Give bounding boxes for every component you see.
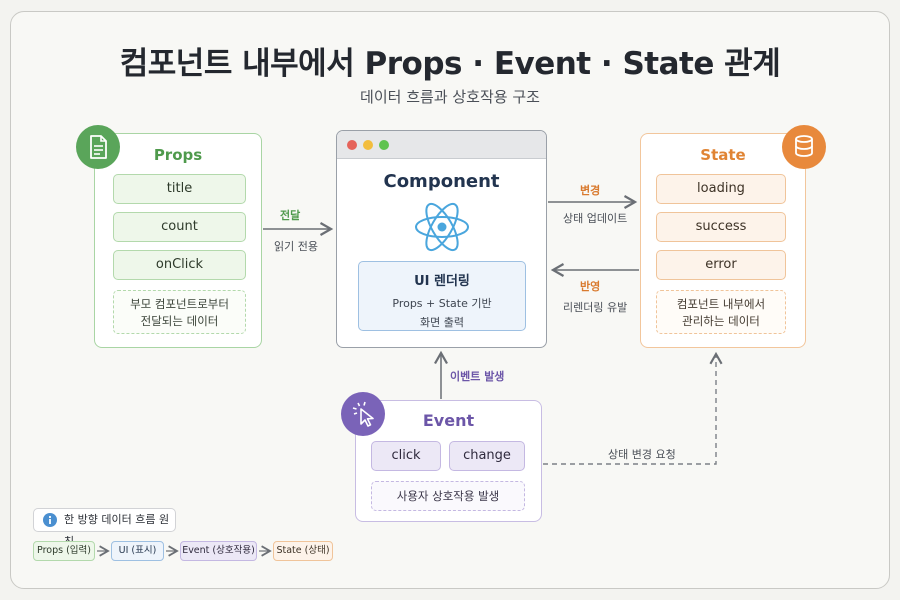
props-note: 부모 컴포넌트로부터 전달되는 데이터: [113, 290, 246, 334]
legend-chip-state: State (상태): [273, 541, 333, 561]
props-item-title: title: [113, 174, 246, 204]
react-atom-icon: [413, 198, 471, 256]
info-icon: [43, 513, 57, 527]
window-close-dot: [347, 140, 357, 150]
arrow-sub-rerender: 리렌더링 유발: [563, 301, 628, 314]
document-icon: [76, 125, 120, 169]
page-title: 컴포넌트 내부에서 Props · Event · State 관계: [119, 46, 781, 82]
arrow-label-event-fire: 이벤트 발생: [450, 370, 505, 383]
legend-chip-event: Event (상호작용): [180, 541, 257, 561]
window-maximize-dot: [379, 140, 389, 150]
props-item-count: count: [113, 212, 246, 242]
window-titlebar: [337, 131, 546, 159]
event-panel: Event click change 사용자 상호작용 발생: [355, 400, 542, 522]
props-title: Props: [153, 146, 203, 164]
render-line1: Props + State 기반: [392, 297, 492, 310]
event-title: Event: [422, 411, 475, 430]
component-title: Component: [383, 171, 500, 192]
render-line2: 화면 출력: [420, 316, 464, 329]
component-window: Component UI 렌더링 Props + State 기반 화면 출력: [336, 130, 547, 348]
state-item-loading: loading: [656, 174, 786, 204]
legend-chip-props: Props (입력): [33, 541, 95, 561]
event-item-click: click: [371, 441, 441, 471]
event-item-change: change: [449, 441, 525, 471]
state-note: 컴포넌트 내부에서 관리하는 데이터: [656, 290, 786, 334]
props-panel: Props title count onClick 부모 컴포넌트로부터 전달되…: [94, 133, 262, 348]
arrow-sub-state-update: 상태 업데이트: [563, 212, 628, 225]
arrow-sub-readonly: 읽기 전용: [274, 240, 318, 253]
state-title: State: [700, 146, 746, 164]
window-minimize-dot: [363, 140, 373, 150]
arrow-label-state-change-request: 상태 변경 요청: [608, 448, 676, 461]
database-icon: [782, 125, 826, 169]
state-item-success: success: [656, 212, 786, 242]
ui-render-box: UI 렌더링 Props + State 기반 화면 출력: [358, 261, 526, 331]
legend-principle: 한 방향 데이터 흐름 원칙: [33, 508, 176, 548]
state-item-error: error: [656, 250, 786, 280]
cursor-click-icon: [341, 392, 385, 436]
event-note: 사용자 상호작용 발생: [371, 481, 525, 511]
state-panel: State loading success error 컴포넌트 내부에서 관리…: [640, 133, 806, 348]
arrow-event-to-state: [543, 351, 723, 465]
arrow-label-change: 변경: [580, 184, 601, 197]
render-title: UI 렌더링: [414, 274, 470, 289]
page-subtitle: 데이터 흐름과 상호작용 구조: [360, 88, 540, 106]
props-item-onclick: onClick: [113, 250, 246, 280]
arrow-label-transfer: 전달: [280, 209, 301, 222]
arrow-label-reflect: 반영: [580, 280, 601, 293]
legend-chip-ui: UI (표시): [111, 541, 164, 561]
